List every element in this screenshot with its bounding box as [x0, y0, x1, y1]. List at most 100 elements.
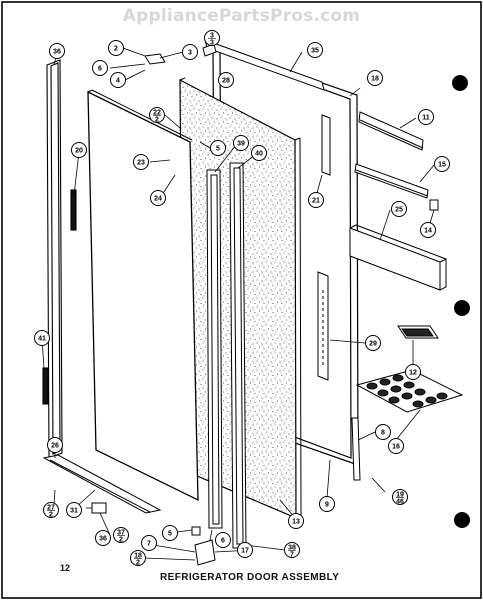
callout-label: 37 — [117, 530, 125, 537]
callout-label: 3 — [210, 33, 214, 40]
callout-label: 5 — [216, 146, 220, 153]
callout-c39: 39 — [233, 135, 249, 151]
callout-sublabel: 46 — [396, 499, 404, 506]
callout-label: 15 — [438, 162, 446, 169]
callout-label: 5 — [168, 531, 172, 538]
callout-c5b: 5 — [162, 525, 178, 541]
callout-label: 20 — [75, 148, 83, 155]
watermark: AppliancePartsPros.com — [122, 6, 361, 26]
callout-label: 29 — [369, 341, 377, 348]
callout-c17: 17 — [237, 542, 253, 558]
callout-c25: 25 — [391, 201, 407, 217]
callout-c6b: 6 — [215, 532, 231, 548]
callout-c3: 3 — [182, 44, 198, 60]
callout-c27: 272 — [43, 502, 59, 519]
callout-label: 18 — [134, 553, 142, 560]
callout-sublabel: 2 — [136, 560, 140, 567]
callout-label: 18 — [371, 76, 379, 83]
registration-dot — [454, 512, 470, 528]
callout-c11: 11 — [418, 109, 434, 125]
callout-c21: 21 — [308, 192, 324, 208]
callout-c3b: 33 — [204, 30, 220, 47]
callout-c2: 2 — [108, 40, 124, 56]
diagram-caption: REFRIGERATOR DOOR ASSEMBLY — [160, 572, 340, 583]
handle-trim — [42, 59, 77, 459]
callout-c36b: 36 — [95, 530, 111, 546]
callout-c31: 31 — [66, 502, 82, 518]
callout-sublabel: 2 — [155, 117, 159, 124]
callout-label: 9 — [325, 502, 329, 509]
callout-label: 41 — [38, 336, 46, 343]
callout-c26: 26 — [47, 437, 63, 453]
callout-c35: 35 — [307, 42, 323, 58]
callout-label: 16 — [392, 444, 400, 451]
callout-label: 21 — [312, 198, 320, 205]
callout-c24: 24 — [150, 190, 166, 206]
callout-c12: 12 — [405, 364, 421, 380]
butter-dish — [397, 325, 439, 339]
door-stop — [351, 417, 361, 481]
callout-c36a: 36 — [49, 43, 65, 59]
bracket — [317, 114, 331, 381]
callout-label: 8 — [381, 430, 385, 437]
callout-label: 22 — [153, 110, 161, 117]
callout-label: 19 — [396, 492, 404, 499]
callout-label: 24 — [154, 196, 162, 203]
door-shelf — [354, 111, 429, 199]
callout-c9: 9 — [319, 496, 335, 512]
callout-label: 25 — [395, 207, 403, 214]
callout-c41: 41 — [34, 330, 50, 346]
callout-sublabel: 3 — [210, 40, 214, 47]
callout-c13: 13 — [288, 513, 304, 529]
callout-c8: 8 — [375, 424, 391, 440]
callout-c14: 14 — [420, 222, 436, 238]
callout-label: 27 — [47, 505, 55, 512]
outer-door-panel — [87, 90, 199, 502]
callout-label: 2 — [114, 46, 118, 53]
clip — [429, 199, 439, 211]
callout-c38: 387 — [284, 542, 300, 559]
callout-c20: 20 — [71, 142, 87, 158]
callout-label: 4 — [116, 78, 120, 85]
page-number: 12 — [60, 563, 71, 573]
callout-c22: 222 — [149, 107, 165, 124]
callout-c28: 28 — [218, 72, 234, 88]
callout-label: 23 — [137, 160, 145, 167]
callout-c29: 29 — [365, 335, 381, 351]
callout-label: 26 — [51, 443, 59, 450]
callout-label: 36 — [99, 536, 107, 543]
callout-label: 6 — [98, 66, 102, 73]
callout-label: 38 — [288, 545, 296, 552]
callout-label: 11 — [422, 115, 430, 122]
callout-c7: 7 — [141, 535, 157, 551]
bottom-trim — [42, 454, 162, 514]
callout-label: 31 — [70, 508, 78, 515]
callout-sublabel: 2 — [119, 537, 123, 544]
callout-c15: 15 — [434, 156, 450, 172]
callout-label: 28 — [222, 78, 230, 85]
callout-c18b: 182 — [130, 550, 146, 567]
callout-c37: 372 — [113, 527, 129, 544]
callout-label: 17 — [241, 548, 249, 555]
registration-dot — [452, 75, 468, 91]
callout-label: 35 — [311, 48, 319, 55]
callout-label: 40 — [255, 151, 263, 158]
callout-sublabel: 2 — [49, 512, 53, 519]
callout-c18: 18 — [367, 70, 383, 86]
callout-c40: 40 — [251, 145, 267, 161]
callout-c5: 5 — [210, 140, 226, 156]
hinge — [91, 53, 216, 566]
callout-c4: 4 — [110, 72, 126, 88]
callout-label: 3 — [188, 50, 192, 57]
callout-label: 14 — [424, 228, 432, 235]
door-rail — [349, 224, 447, 291]
gasket-strip — [206, 162, 247, 549]
callout-c23: 23 — [133, 154, 149, 170]
registration-dot — [454, 300, 470, 316]
callout-label: 36 — [53, 49, 61, 56]
callout-label: 39 — [237, 141, 245, 148]
